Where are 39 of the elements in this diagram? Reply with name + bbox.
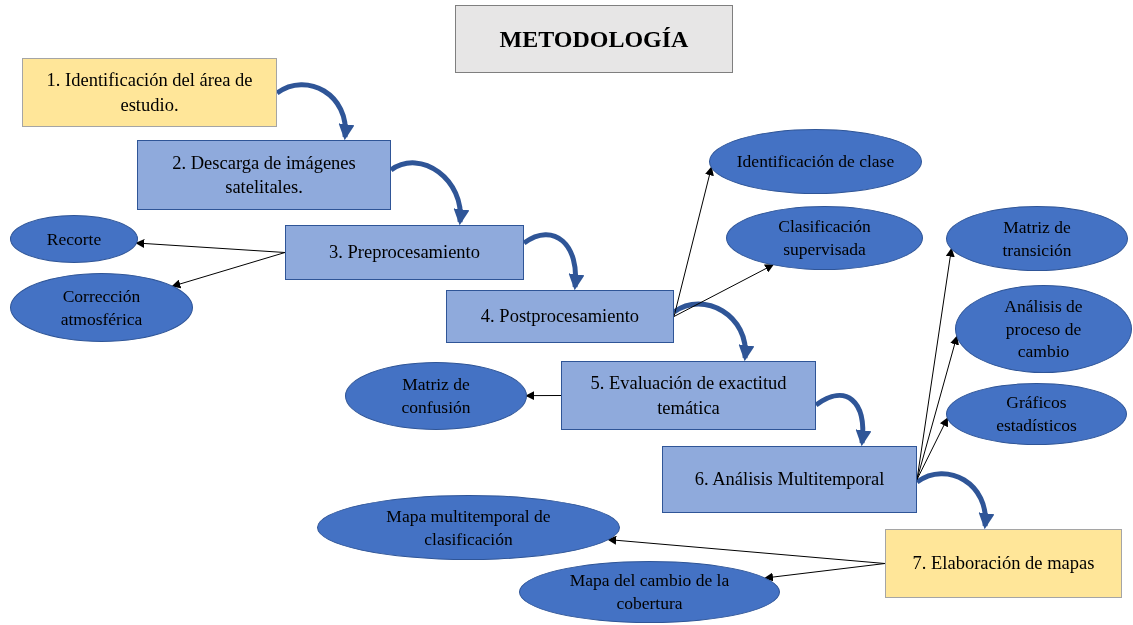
arrow	[171, 252, 286, 289]
node-label: 5. Evaluación de exactitud temática	[589, 372, 788, 420]
curved-arrow	[522, 232, 584, 291]
node-label: Gráficos estadísticos	[995, 391, 1078, 437]
arrow	[673, 264, 774, 317]
node-label: Identificación de clase	[736, 150, 895, 173]
title-box: METODOLOGÍA	[455, 5, 733, 73]
curved-arrow	[915, 471, 994, 530]
arrow	[135, 239, 286, 253]
node-label: 2. Descarga de imágenes satelitales.	[171, 151, 357, 199]
arrow	[673, 166, 714, 317]
node-label: Clasificación supervisada	[777, 215, 872, 261]
process-box	[22, 58, 277, 127]
arrow	[916, 417, 948, 480]
node-label: Corrección atmosférica	[59, 284, 144, 331]
curved-arrow	[672, 301, 754, 362]
node-label: Matriz de confusión	[400, 373, 472, 419]
process-box	[285, 225, 524, 280]
curved-arrow	[814, 393, 871, 447]
process-box	[137, 140, 391, 210]
node-label: Mapa multitemporal de clasificación	[385, 504, 552, 551]
process-box	[885, 529, 1122, 598]
arrow	[916, 335, 959, 480]
node-label: Recorte	[46, 227, 102, 251]
node-label: 4. Postprocesamiento	[480, 305, 640, 329]
process-box	[446, 290, 674, 343]
arrow	[764, 563, 886, 582]
process-box	[662, 446, 917, 513]
node-label: 3. Preprocesamiento	[328, 241, 480, 265]
curved-arrow	[389, 160, 469, 226]
node-label: Mapa del cambio de la cobertura	[568, 569, 731, 615]
process-box	[561, 361, 816, 430]
curved-arrow	[275, 82, 354, 141]
node-label: Análisis de proceso de cambio	[1003, 294, 1084, 364]
node-label: 1. Identificación del área de estudio.	[45, 69, 254, 117]
node-label: Matriz de transición	[1001, 215, 1073, 262]
arrow	[525, 391, 562, 401]
node-label: 6. Análisis Multitemporal	[694, 468, 885, 492]
node-label: 7. Elaboración de mapas	[912, 552, 1095, 576]
